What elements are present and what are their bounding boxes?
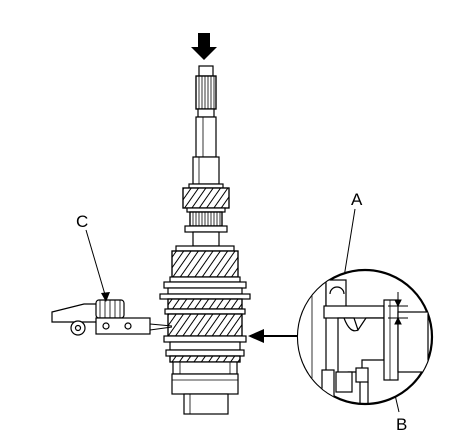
main-shaft bbox=[188, 65, 224, 189]
detail-zoom-circle bbox=[296, 268, 434, 406]
callout-c: C bbox=[76, 212, 89, 231]
leader-c-arrowhead bbox=[101, 292, 110, 302]
callout-b: B bbox=[396, 415, 408, 434]
leader-c bbox=[85, 229, 107, 299]
press-arrow-icon bbox=[191, 33, 217, 60]
feeler-gauge-tool bbox=[51, 299, 173, 336]
gear-cluster bbox=[159, 245, 251, 415]
callout-a: A bbox=[351, 190, 363, 209]
upper-gear bbox=[182, 187, 230, 247]
detail-arrow-icon bbox=[248, 329, 298, 343]
